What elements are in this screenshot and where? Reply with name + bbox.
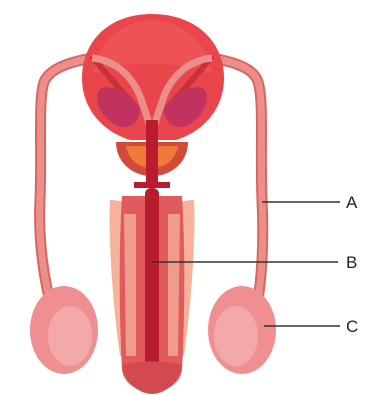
glans <box>122 362 182 395</box>
vas-deferens-left-inner <box>40 58 92 310</box>
testis-left-shade <box>48 306 92 366</box>
label-a: A <box>346 193 358 212</box>
urethra-upper <box>146 120 158 184</box>
urethra-penile <box>145 188 159 384</box>
urethral-sphincter <box>134 182 170 188</box>
label-c: C <box>346 317 358 336</box>
label-b: B <box>346 253 357 272</box>
testis-right-shade <box>214 306 258 366</box>
tissue-band-right <box>168 214 180 356</box>
tissue-band-left <box>124 214 136 356</box>
